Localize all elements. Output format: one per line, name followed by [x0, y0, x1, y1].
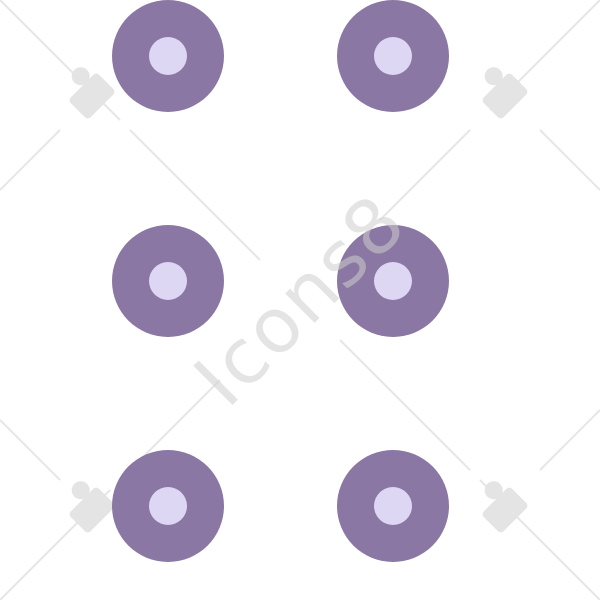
dot-top-left [112, 0, 224, 112]
dot-core [149, 37, 187, 75]
dot-bottom-right [337, 450, 449, 562]
dot-core [149, 487, 187, 525]
watermark-logo-bottom-left [69, 481, 115, 533]
dot-core [374, 262, 412, 300]
watermark-logo-top-right [482, 67, 528, 119]
dot-core [149, 262, 187, 300]
watermark-logo-top-left [69, 67, 115, 119]
dot-top-right [337, 0, 449, 112]
dot-middle-left [112, 225, 224, 337]
dot-core [374, 487, 412, 525]
watermark-logo-bottom-right [482, 481, 528, 533]
dot-core [374, 37, 412, 75]
dot-bottom-left [112, 450, 224, 562]
dot-middle-right [337, 225, 449, 337]
